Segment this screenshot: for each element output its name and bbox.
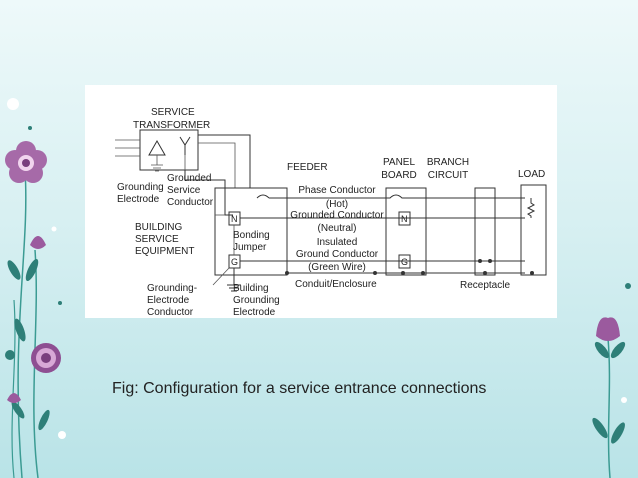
label-load: LOAD — [518, 169, 545, 180]
receptacle-box — [474, 187, 496, 276]
label-receptacle: Receptacle — [460, 280, 510, 291]
bud-icon — [30, 236, 46, 249]
label-terminal-g: G — [231, 257, 238, 267]
flower-decoration-left — [5, 98, 66, 478]
figure-caption: Fig: Configuration for a service entranc… — [112, 380, 487, 397]
load-box — [520, 184, 547, 276]
flower-decoration-right — [592, 283, 631, 478]
service-equipment-box — [214, 187, 288, 276]
flower-icon — [31, 343, 61, 373]
label-grounded-conductor: Grounded Conductor(Neutral) — [290, 210, 384, 234]
bud-icon — [596, 317, 620, 341]
label-panel-terminal-g: G — [401, 257, 408, 267]
panel-terminal-g — [398, 254, 411, 269]
flower-icon — [5, 141, 47, 183]
panel-board-box — [385, 187, 427, 276]
label-feeder: FEEDER — [287, 162, 328, 173]
service-transformer — [115, 129, 199, 172]
label-phase-conductor: Phase Conductor(Hot) — [298, 185, 376, 210]
bud-icon — [7, 393, 21, 403]
label-conduit-enclosure: Conduit/Enclosure — [295, 279, 377, 290]
panel-terminal-n — [398, 211, 411, 226]
label-terminal-n: N — [231, 214, 238, 224]
label-panel-terminal-n: N — [401, 214, 408, 224]
phase-conductor — [269, 194, 525, 199]
